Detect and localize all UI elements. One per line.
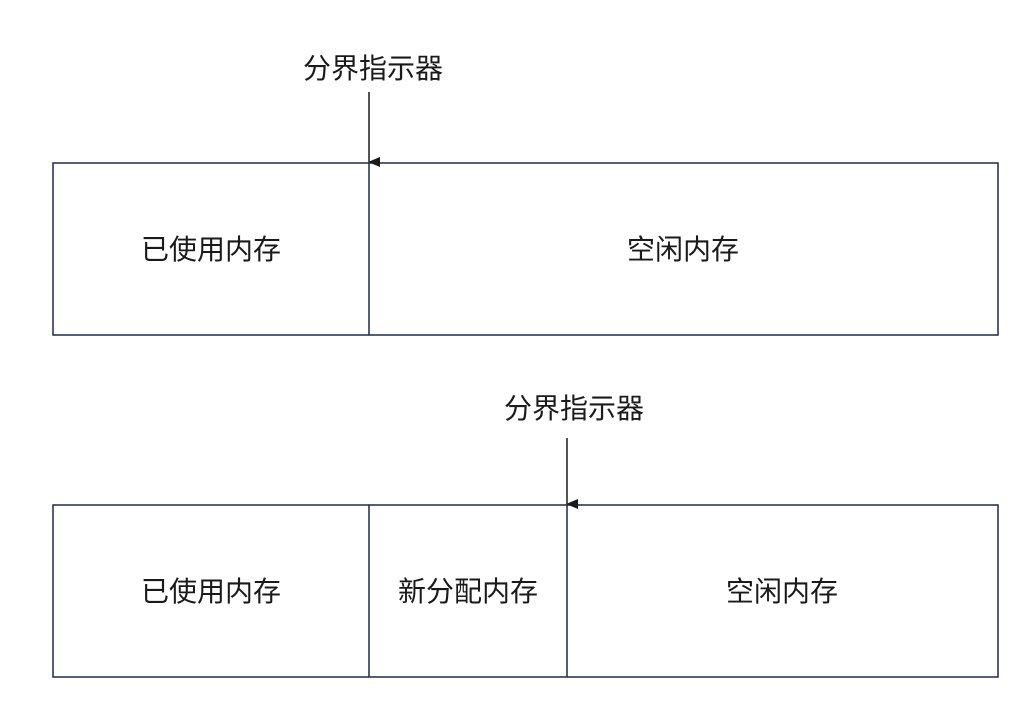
top-pointer-label: 分界指示器 <box>302 52 444 85</box>
bottom-segment-used-label: 已使用内存 <box>140 575 282 608</box>
top-segment-free-label: 空闲内存 <box>626 233 740 266</box>
top-segment-used-label: 已使用内存 <box>140 233 282 266</box>
top-memory-bar <box>52 162 999 336</box>
bottom-memory-bar-outline <box>52 504 999 678</box>
bottom-pointer-label: 分界指示器 <box>503 392 645 425</box>
top-memory-bar-outline <box>52 162 999 336</box>
bottom-memory-bar <box>52 504 999 678</box>
bottom-segment-new-label: 新分配内存 <box>397 575 539 608</box>
bottom-segment-free-label: 空闲内存 <box>725 575 839 608</box>
